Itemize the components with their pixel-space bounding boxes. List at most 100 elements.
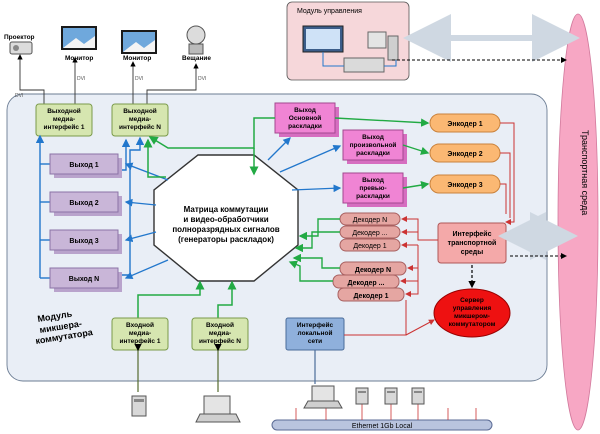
svg-text:Выход 1: Выход 1 <box>69 162 98 169</box>
svg-text:Выходной: Выходной <box>123 107 157 115</box>
projector-label: Проектор <box>4 34 35 41</box>
encoder-1: Энкодер 1 <box>429 113 501 133</box>
layout-output-preview: Выход превью- раскладки <box>342 172 407 207</box>
svg-text:управления: управления <box>453 305 492 312</box>
svg-text:Входной: Входной <box>126 321 154 329</box>
layouts-to-encoders-arrows <box>334 117 430 190</box>
control-module-title: Модуль управления <box>297 8 362 15</box>
encoder-2: Энкодер 2 <box>429 143 501 163</box>
dvi-label-4: DVI <box>198 76 206 82</box>
svg-text:интерфейс 1: интерфейс 1 <box>120 337 161 345</box>
transport-ellipse <box>557 13 599 431</box>
ethernet-stations <box>295 404 477 420</box>
svg-text:Интерфейс: Интерфейс <box>297 321 334 329</box>
svg-text:Выход: Выход <box>362 177 384 184</box>
input-source-laptop-icon <box>195 344 241 423</box>
monitor-1-icon <box>61 26 97 50</box>
input-source-pc-icon <box>131 344 147 417</box>
ethernet-pc-icon-3 <box>411 387 425 405</box>
svg-text:и видео-обработчики: и видео-обработчики <box>183 215 268 224</box>
svg-text:Выход N: Выход N <box>69 276 99 283</box>
dvi-label-1: DVI <box>15 93 23 99</box>
svg-text:Основной: Основной <box>289 114 321 122</box>
input-media-interface-n: Входной медиа- интерфейс N <box>191 317 249 351</box>
svg-text:полноразрядных сигналов: полноразрядных сигналов <box>172 225 279 234</box>
svg-text:медиа-: медиа- <box>129 330 151 337</box>
svg-text:Выходной: Выходной <box>47 107 81 115</box>
switching-matrix: Матрица коммутации и видео-обработчики п… <box>153 154 299 282</box>
broadcast-label: Вещание <box>182 55 211 62</box>
output-box-n: Выход N <box>49 267 122 292</box>
monitor-1-label: Монитор <box>65 55 93 62</box>
transport-interface: Интерфейс транспортной среды <box>437 222 507 264</box>
monitor-2-icon <box>121 30 157 54</box>
layout-output-custom: Выход произвольной раскладки <box>342 129 407 164</box>
svg-text:микшером-: микшером- <box>454 313 490 320</box>
svg-text:транспортной: транспортной <box>448 239 497 247</box>
svg-text:медиа-: медиа- <box>129 116 151 123</box>
svg-text:Энкодер 2: Энкодер 2 <box>447 151 482 158</box>
svg-text:Декодер 1: Декодер 1 <box>353 293 388 300</box>
svg-text:Входной: Входной <box>206 321 234 329</box>
svg-text:сети: сети <box>308 338 322 345</box>
transport-label: Транспортная среда <box>580 130 590 215</box>
svg-text:(генераторы раскладок): (генераторы раскладок) <box>178 235 274 244</box>
svg-text:раскладки: раскладки <box>288 123 322 130</box>
svg-text:раскладки: раскладки <box>356 193 390 200</box>
decoder-group-top: Декодер N Декодер ... Декодер 1 <box>339 212 401 252</box>
dvi-label-3: DVI <box>135 76 143 82</box>
decoder-group-bottom: Декодер N Декодер ... Декодер 1 <box>332 261 407 302</box>
monitor-2-label: Монитор <box>123 55 151 62</box>
projector-icon <box>9 41 33 55</box>
output-media-interface-n: Выходной медиа- интерфейс N <box>111 103 169 137</box>
local-network-interface: Интерфейс локальной сети <box>285 317 345 351</box>
svg-text:Интерфейс: Интерфейс <box>453 230 492 238</box>
svg-text:Декодер N: Декодер N <box>355 267 391 274</box>
svg-text:Декодер N: Декодер N <box>353 217 387 224</box>
svg-text:Выход: Выход <box>294 107 316 114</box>
dvi-label-2: DVI <box>77 76 85 82</box>
svg-text:локальной: локальной <box>298 329 333 337</box>
svg-text:Декодер ...: Декодер ... <box>352 230 387 237</box>
svg-text:интерфейс N: интерфейс N <box>199 337 241 345</box>
control-server: Сервер управления микшером- коммутатором <box>433 288 511 338</box>
ethernet-pc-icon-2 <box>384 387 398 405</box>
matrix-to-layouts-arrows <box>267 137 342 193</box>
svg-text:коммутатором: коммутатором <box>449 321 496 328</box>
svg-text:медиа-: медиа- <box>53 116 75 123</box>
input-media-interface-1: Входной медиа- интерфейс 1 <box>111 317 169 351</box>
output-box-3: Выход 3 <box>49 229 122 254</box>
local-to-server-arrows <box>344 300 435 336</box>
svg-text:произвольной: произвольной <box>350 141 397 149</box>
output-media-interface-1: Выходной медиа- интерфейс 1 <box>35 103 93 137</box>
svg-text:Ethernet 1Gb Local: Ethernet 1Gb Local <box>352 423 413 430</box>
svg-text:интерфейс 1: интерфейс 1 <box>44 123 85 131</box>
ethernet-pc-icon-1 <box>355 387 369 405</box>
encoder-3: Энкодер 3 <box>429 174 501 194</box>
svg-text:Выход: Выход <box>362 134 384 141</box>
green-feedback-arrows <box>143 117 275 178</box>
output-box-1: Выход 1 <box>49 153 122 178</box>
svg-text:медиа-: медиа- <box>209 330 231 337</box>
svg-text:Декодер ...: Декодер ... <box>348 280 385 287</box>
svg-text:раскладки: раскладки <box>356 150 390 157</box>
transport-to-decoders-arrows <box>400 216 438 297</box>
svg-text:Выход 2: Выход 2 <box>69 200 98 207</box>
decoders-to-matrix-arrows <box>288 218 340 282</box>
control-module-equipment-icon <box>302 25 399 73</box>
svg-text:Энкодер 1: Энкодер 1 <box>447 121 482 128</box>
inputs-to-matrix-arrows <box>137 280 237 318</box>
svg-text:превью-: превью- <box>359 185 386 192</box>
svg-text:Матрица коммутации: Матрица коммутации <box>184 205 269 214</box>
ethernet-laptop-icon <box>303 385 343 409</box>
svg-text:Энкодер 3: Энкодер 3 <box>447 182 482 189</box>
svg-text:интерфейс N: интерфейс N <box>119 123 161 131</box>
device-connections <box>17 54 199 104</box>
layout-output-main: Выход Основной раскладки <box>274 102 339 137</box>
broadcast-dish-icon <box>186 25 206 55</box>
output-box-2: Выход 2 <box>49 191 122 216</box>
svg-text:среды: среды <box>461 249 484 256</box>
svg-text:Декодер 1: Декодер 1 <box>353 243 386 250</box>
ethernet-bus: Ethernet 1Gb Local <box>271 419 493 431</box>
